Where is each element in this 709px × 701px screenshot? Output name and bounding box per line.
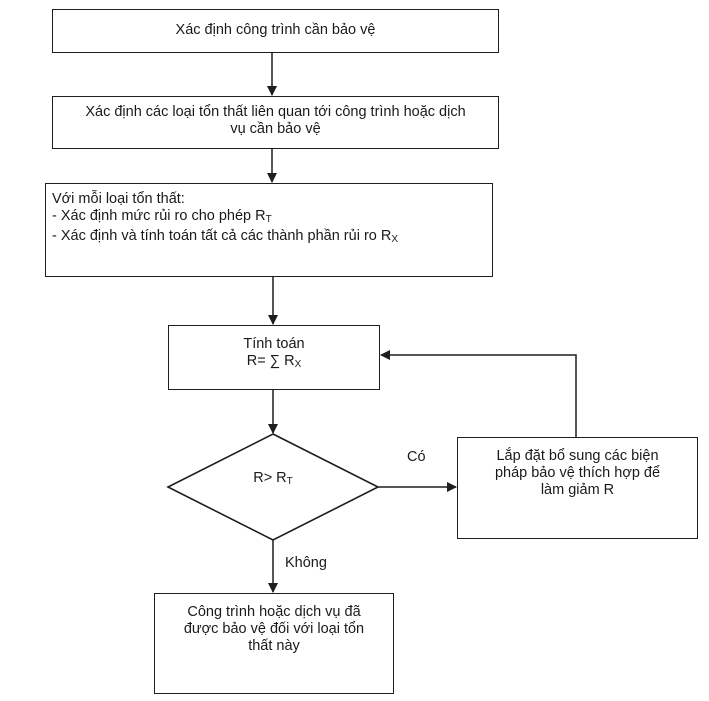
node-compute-line-1: Tính toán <box>243 336 305 352</box>
node-decision-subscript: T <box>286 476 293 487</box>
node-per-loss-item-1-text: - Xác định mức rủi ro cho phép R <box>52 208 266 224</box>
node-compute-formula: R= ∑ R <box>246 353 295 369</box>
node-add-measures-line-1: Lắp đặt bổ sung các biện <box>496 448 659 464</box>
node-per-loss-item-1: - Xác định mức rủi ro cho phép RT <box>52 208 492 228</box>
node-compute: Tính toán R= ∑ RX <box>168 325 380 390</box>
node-decision: R> RT <box>223 470 323 490</box>
node-per-loss-item-2-subscript: X <box>391 234 399 245</box>
node-identify-losses: Xác định các loại tổn thất liên quan tới… <box>52 96 499 149</box>
edge-label-no: Không <box>285 555 327 571</box>
node-decision-text: R> R <box>253 470 287 486</box>
node-protected-line-2: được bảo vệ đối với loại tổn <box>183 621 365 637</box>
node-per-loss: Với mỗi loại tổn thất: - Xác định mức rủ… <box>45 183 493 277</box>
node-add-measures-line-3: làm giảm R <box>540 482 615 498</box>
edge-label-yes: Có <box>407 449 426 465</box>
node-compute-line-2: R= ∑ RX <box>169 353 379 373</box>
node-protected-line-1: Công trình hoặc dịch vụ đã <box>187 604 361 620</box>
node-per-loss-item-2: - Xác định và tính toán tất cả các thành… <box>52 228 492 248</box>
node-identify-losses-line-1: Xác định các loại tổn thất liên quan tới… <box>85 104 466 120</box>
node-identify-losses-line-2: vụ cần bảo vệ <box>230 121 321 137</box>
node-per-loss-item-2-text: - Xác định và tính toán tất cả các thành… <box>52 228 392 244</box>
node-identify-structure: Xác định công trình cần bảo vệ <box>52 9 499 53</box>
node-per-loss-item-1-subscript: T <box>265 214 272 225</box>
node-protected: Công trình hoặc dịch vụ đã được bảo vệ đ… <box>154 593 394 694</box>
node-identify-structure-text: Xác định công trình cần bảo vệ <box>175 22 376 38</box>
node-add-measures: Lắp đặt bổ sung các biện pháp bảo vệ thí… <box>457 437 698 539</box>
node-per-loss-title: Với mỗi loại tổn thất: <box>52 191 185 207</box>
node-compute-formula-subscript: X <box>294 359 302 370</box>
node-add-measures-line-2: pháp bảo vệ thích hợp để <box>494 465 661 481</box>
node-protected-line-3: thất này <box>248 638 300 654</box>
edge-feedback-add-measures-to-compute <box>380 350 577 437</box>
